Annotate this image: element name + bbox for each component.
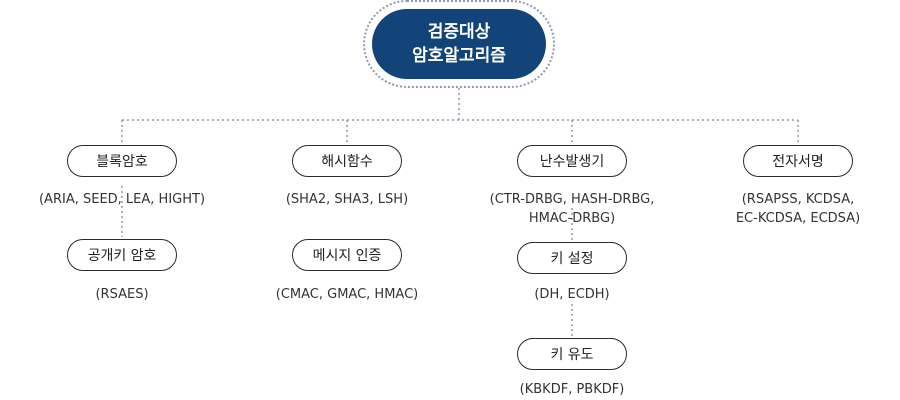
node-hash-function: 해시함수 (292, 145, 402, 177)
root-node: 검증대상 암호알고리즘 (372, 9, 546, 79)
note-rng-line1: (CTR-DRBG, HASH-DRBG, (489, 192, 655, 207)
note-random-number-generator: (CTR-DRBG, HASH-DRBG, HMAC-DRBG) (472, 190, 672, 228)
node-message-authentication-label: 메시지 인증 (312, 248, 382, 264)
node-digital-signature: 전자서명 (743, 145, 853, 177)
note-hash-function: (SHA2, SHA3, LSH) (285, 192, 409, 207)
node-key-derivation-label: 키 유도 (550, 347, 594, 363)
node-key-derivation: 키 유도 (517, 338, 627, 370)
node-digital-signature-label: 전자서명 (772, 154, 824, 170)
node-hash-function-label: 해시함수 (321, 154, 373, 170)
node-key-setup-label: 키 설정 (550, 251, 594, 267)
note-signature-line2: EC-KCDSA, ECDSA) (735, 211, 861, 226)
node-key-setup: 키 설정 (517, 242, 627, 274)
node-block-cipher-label: 블록암호 (96, 154, 148, 170)
note-signature-line1: (RSAPSS, KCDSA, (741, 192, 855, 207)
note-digital-signature: (RSAPSS, KCDSA, EC-KCDSA, ECDSA) (698, 190, 898, 228)
note-block-cipher: (ARIA, SEED, LEA, HIGHT) (38, 192, 206, 207)
note-key-derivation: (KBKDF, PBKDF) (519, 382, 625, 397)
note-public-key-cipher: (RSAES) (95, 287, 149, 302)
note-rng-line2: HMAC-DRBG) (528, 211, 616, 226)
note-key-setup: (DH, ECDH) (534, 287, 610, 302)
node-rng-label: 난수발생기 (539, 154, 605, 170)
root-title-line2: 암호알고리즘 (412, 46, 506, 66)
node-random-number-generator: 난수발생기 (517, 145, 627, 177)
node-public-key-cipher: 공개키 암호 (67, 239, 177, 271)
node-message-authentication: 메시지 인증 (292, 239, 402, 271)
root-title-line1: 검증대상 (427, 22, 491, 42)
note-message-authentication: (CMAC, GMAC, HMAC) (275, 287, 419, 302)
node-block-cipher: 블록암호 (67, 145, 177, 177)
root-node-dotted-ring (363, 0, 555, 88)
node-public-key-cipher-label: 공개키 암호 (87, 248, 157, 264)
